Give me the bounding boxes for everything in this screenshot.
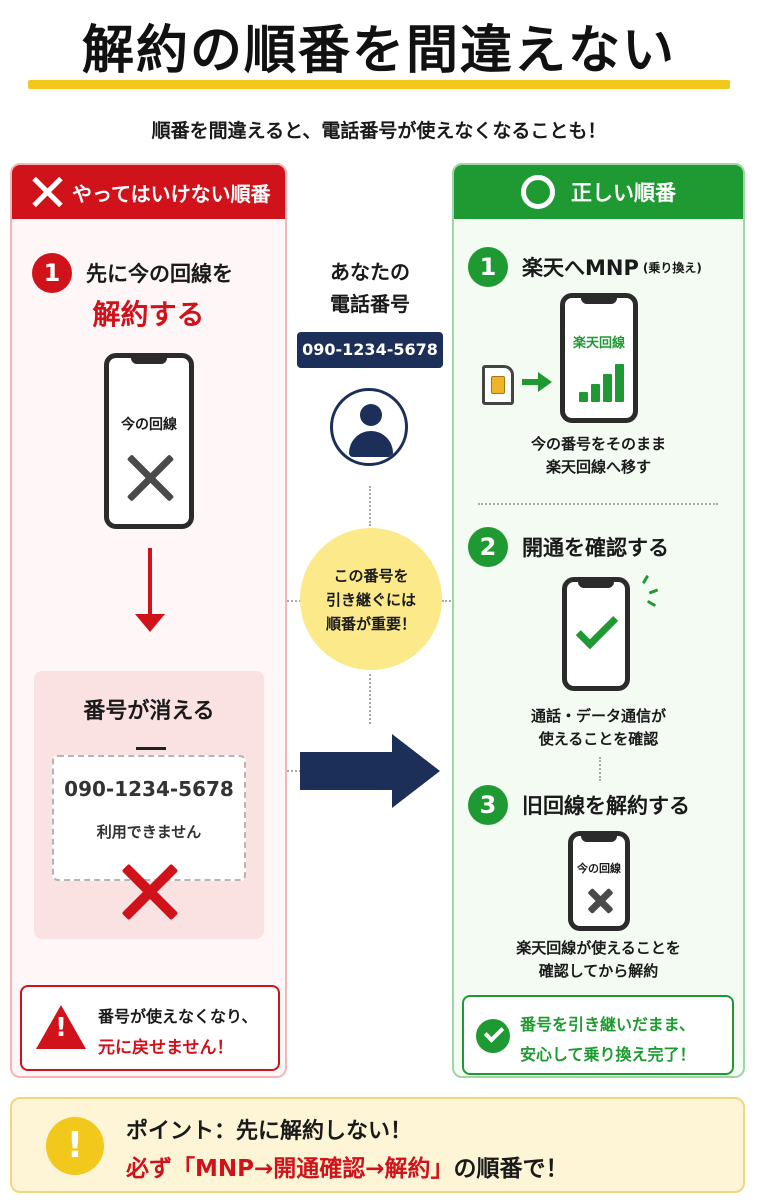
vanish-title: 番号が消える xyxy=(83,699,215,724)
check-icon xyxy=(575,606,619,650)
your-number-label: あなたの 電話番号 xyxy=(330,260,410,316)
warning-icon: ! xyxy=(36,1005,86,1049)
note-line3: 順番が重要！ xyxy=(325,615,416,633)
cross-icon xyxy=(120,857,180,927)
arrow-right-icon xyxy=(522,372,552,392)
success-box: 番号を引き継いだまま、 安心して乗り換え完了！ xyxy=(462,995,734,1075)
user-icon xyxy=(330,388,408,466)
check-circle-icon xyxy=(476,1019,510,1053)
step-number-1: 1 xyxy=(468,247,508,287)
step-number-3: 3 xyxy=(468,785,508,825)
step-1-note: (乗り換え) xyxy=(642,260,702,275)
wrong-step-1-line1: 先に今の回線を xyxy=(86,262,233,286)
note-line1: この番号を xyxy=(333,567,409,585)
note-line2: 引き継ぐには xyxy=(325,591,416,609)
old-line-label: 今の回線 xyxy=(577,862,621,875)
phone-icon: 今の回線 xyxy=(568,831,630,931)
warning-line2: 元に戻せません！ xyxy=(98,1038,234,1058)
page-title: 解約の順番を間違えない xyxy=(81,21,676,81)
step-2-title: 開通を確認する xyxy=(522,536,669,560)
correct-step-2: 2 開通を確認する xyxy=(468,527,669,567)
down-arrow-icon xyxy=(135,548,165,632)
step-3-title: 旧回線を解約する xyxy=(522,794,690,818)
correct-order-title: 正しい順番 xyxy=(571,181,676,205)
vanished-number: 090-1234-5678 xyxy=(64,777,234,801)
correct-step-1: 1 楽天へMNP (乗り換え) xyxy=(468,247,702,287)
correct-order-header: 正しい順番 xyxy=(454,165,743,219)
wrong-step-1: 1 先に今の回線を xyxy=(32,253,233,293)
cross-icon xyxy=(127,448,173,508)
wrong-order-panel: やってはいけない順番 1 先に今の回線を 解約する 今の回線 番号が消える 09… xyxy=(10,163,287,1078)
right-arrow-icon xyxy=(300,734,440,808)
wrong-step-1-line2: 解約する xyxy=(92,298,205,331)
phone-icon xyxy=(562,577,630,691)
cross-icon xyxy=(589,886,611,916)
point-suffix: の順番で！ xyxy=(453,1156,569,1182)
step-1-description: 今の番号をそのまま 楽天回線へ移す xyxy=(530,435,666,476)
title-underline xyxy=(28,80,730,89)
phone-label: 今の回線 xyxy=(121,417,177,433)
point-order: 必ず「MNP→開通確認→解約」 xyxy=(126,1156,454,1182)
phone-number-badge: 090-1234-5678 xyxy=(297,332,443,368)
success-line1: 番号を引き継いだまま、 xyxy=(520,1015,696,1034)
correct-step-3: 3 旧回線を解約する xyxy=(468,785,690,825)
number-vanish-box: 番号が消える 090-1234-5678 利用できません xyxy=(34,671,264,939)
point-line2: 必ず「MNP→開通確認→解約」の順番で！ xyxy=(126,1149,569,1183)
signal-bars-icon xyxy=(579,364,625,402)
subtitle: 順番を間違えると、電話番号が使えなくなることも！ xyxy=(151,120,607,142)
success-line2: 安心して乗り換え完了！ xyxy=(520,1045,696,1064)
phone-icon: 今の回線 xyxy=(104,353,194,529)
step-number-1: 1 xyxy=(32,253,72,293)
wrong-order-title: やってはいけない順番 xyxy=(72,181,271,206)
point-box: ! ポイント：先に解約しない！ 必ず「MNP→開通確認→解約」の順番で！ xyxy=(10,1097,745,1193)
rakuten-line-label: 楽天回線 xyxy=(572,336,625,351)
point-line1: ポイント：先に解約しない！ xyxy=(126,1119,413,1144)
warning-box: ! 番号が使えなくなり、 元に戻せません！ xyxy=(20,985,280,1071)
sim-card-icon xyxy=(482,365,514,405)
cross-icon xyxy=(30,175,64,209)
wrong-order-header: やってはいけない順番 xyxy=(12,165,285,219)
correct-order-panel: 正しい順番 1 楽天へMNP (乗り換え) 楽天回線 今の番号をそのまま 楽天回… xyxy=(452,163,745,1078)
step-3-description: 楽天回線が使えることを 確認してから解約 xyxy=(516,939,681,980)
exclamation-icon: ! xyxy=(46,1117,104,1175)
important-note-circle: この番号を 引き継ぐには 順番が重要！ xyxy=(300,528,442,670)
circle-ok-icon xyxy=(521,175,555,209)
phone-icon: 楽天回線 xyxy=(560,293,638,423)
step-1-title: 楽天へMNP xyxy=(522,256,639,280)
step-2-description: 通話・データ通信が 使えることを確認 xyxy=(530,707,666,748)
step-number-2: 2 xyxy=(468,527,508,567)
unusable-text: 利用できません xyxy=(96,823,202,841)
warning-line1: 番号が使えなくなり、 xyxy=(98,1007,258,1026)
